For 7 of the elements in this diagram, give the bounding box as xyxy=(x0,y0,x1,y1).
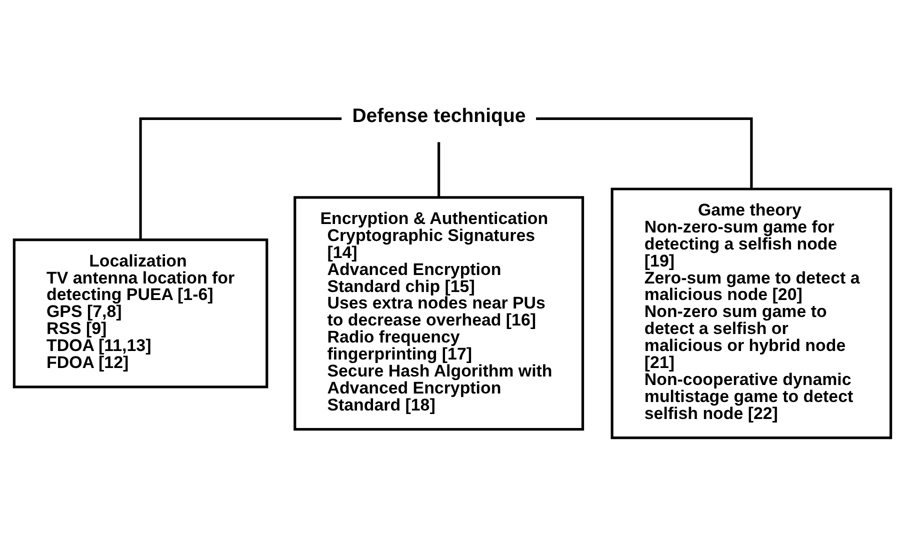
connector xyxy=(438,142,440,198)
node-box: Game theory Non-zero-sum game for detecting a selfish node [19] Zero-sum game to detect a malicious node [20] Non-zero sum game to detect a selfish or malicious or hybrid node [21] Non-cooperative dynamic multistage game to detect selfish node [22] xyxy=(610,188,892,440)
node-box: Encryption & Authentication Cryptographic Signatures [14] Advanced Encryption Standard chip [15] Uses extra nodes near PUs to decrease overhead [16] Radio frequency fingerprinting [17] Secure Hash Algorithm with Advanced Encryption Standard [18] xyxy=(294,196,584,431)
node-text: Defense technique xyxy=(352,104,526,127)
connector xyxy=(536,117,753,189)
node-box: Localization TV antenna location for detecting PUEA [1-6] GPS [7,8] RSS [9] TDOA [11,13] FDOA [12] xyxy=(12,238,268,388)
connector xyxy=(139,117,342,240)
